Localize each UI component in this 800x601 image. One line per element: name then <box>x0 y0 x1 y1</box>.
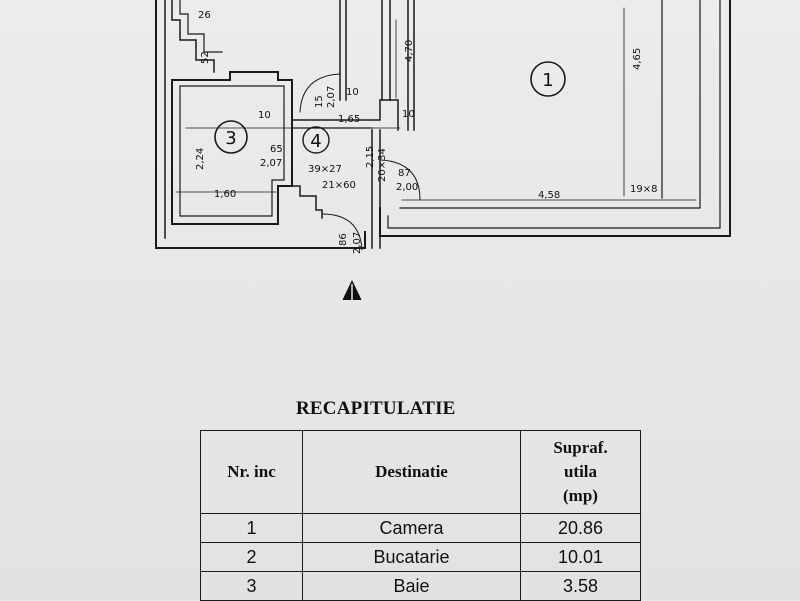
dimension-label: 65 <box>270 144 283 155</box>
room-1-number: 1 <box>542 70 553 91</box>
dimension-label: 4,58 <box>538 190 560 201</box>
room-3-number: 3 <box>225 128 236 149</box>
header-suprafata-line2: utila <box>563 462 598 481</box>
dimension-label: 2,07 <box>260 158 282 169</box>
cell-destinatie: Camera <box>302 513 521 543</box>
table-header-row: Nr. inc Destinatie Supraf. utila (mp) <box>200 430 641 514</box>
dimension-label: 19×8 <box>630 184 657 195</box>
dimension-label: 10 <box>346 87 359 98</box>
dimension-label: 4,65 <box>632 48 643 70</box>
cell-area: 20.86 <box>520 513 641 543</box>
dimension-label: 1,60 <box>214 189 236 200</box>
cell-nr: 1 <box>200 513 303 543</box>
dimension-label: 1,65 <box>338 114 360 125</box>
header-nr: Nr. inc <box>200 430 303 514</box>
table-row: 3 Baie 3.58 <box>200 571 641 601</box>
dimension-label: 87 <box>398 168 411 179</box>
dimension-label: 4,70 <box>404 40 415 62</box>
dimension-label: 20×34 <box>377 148 388 182</box>
cell-nr: 2 <box>200 542 303 572</box>
header-suprafata-line1: Supraf. <box>553 438 608 457</box>
cell-area: 10.01 <box>520 542 641 572</box>
dimension-label: 52 <box>200 51 211 64</box>
dimension-label: 2,07 <box>352 232 363 254</box>
cell-area: 3.58 <box>520 571 641 601</box>
dimension-label: 10 <box>402 109 415 120</box>
dimension-label: 26 <box>198 10 211 21</box>
dimension-label: 10 <box>258 110 271 121</box>
room-4-number: 4 <box>310 131 321 152</box>
cell-nr: 3 <box>200 571 303 601</box>
floor-plan: 1 3 4 26 52 4,70 15 2,07 10 10 10 1,65 6… <box>155 0 731 300</box>
cell-destinatie: Bucatarie <box>302 542 521 572</box>
dimension-label: 15 <box>314 95 325 108</box>
room-1-marker <box>530 61 566 97</box>
recap-title: RECAPITULATIE <box>296 398 456 419</box>
cell-destinatie: Baie <box>302 571 521 601</box>
table-row: 2 Bucatarie 10.01 <box>200 542 641 572</box>
header-destinatie: Destinatie <box>302 430 521 514</box>
dimension-label: 39×27 <box>308 164 342 175</box>
recap-table: Nr. inc Destinatie Supraf. utila (mp) 1 … <box>200 430 641 601</box>
dimension-label: 2,07 <box>326 86 337 108</box>
dimension-label: 2,00 <box>396 182 418 193</box>
dimension-label: 86 <box>338 233 349 246</box>
dimension-label: 2,15 <box>365 146 376 168</box>
table-row: 1 Camera 20.86 <box>200 513 641 543</box>
room-4-marker <box>302 126 330 154</box>
dimension-label: 2,24 <box>195 148 206 170</box>
header-suprafata: Supraf. utila (mp) <box>520 430 641 514</box>
header-suprafata-line3: (mp) <box>563 486 598 505</box>
room-3-marker <box>214 120 248 154</box>
north-arrow-icon <box>342 280 362 300</box>
dimension-label: 21×60 <box>322 180 356 191</box>
